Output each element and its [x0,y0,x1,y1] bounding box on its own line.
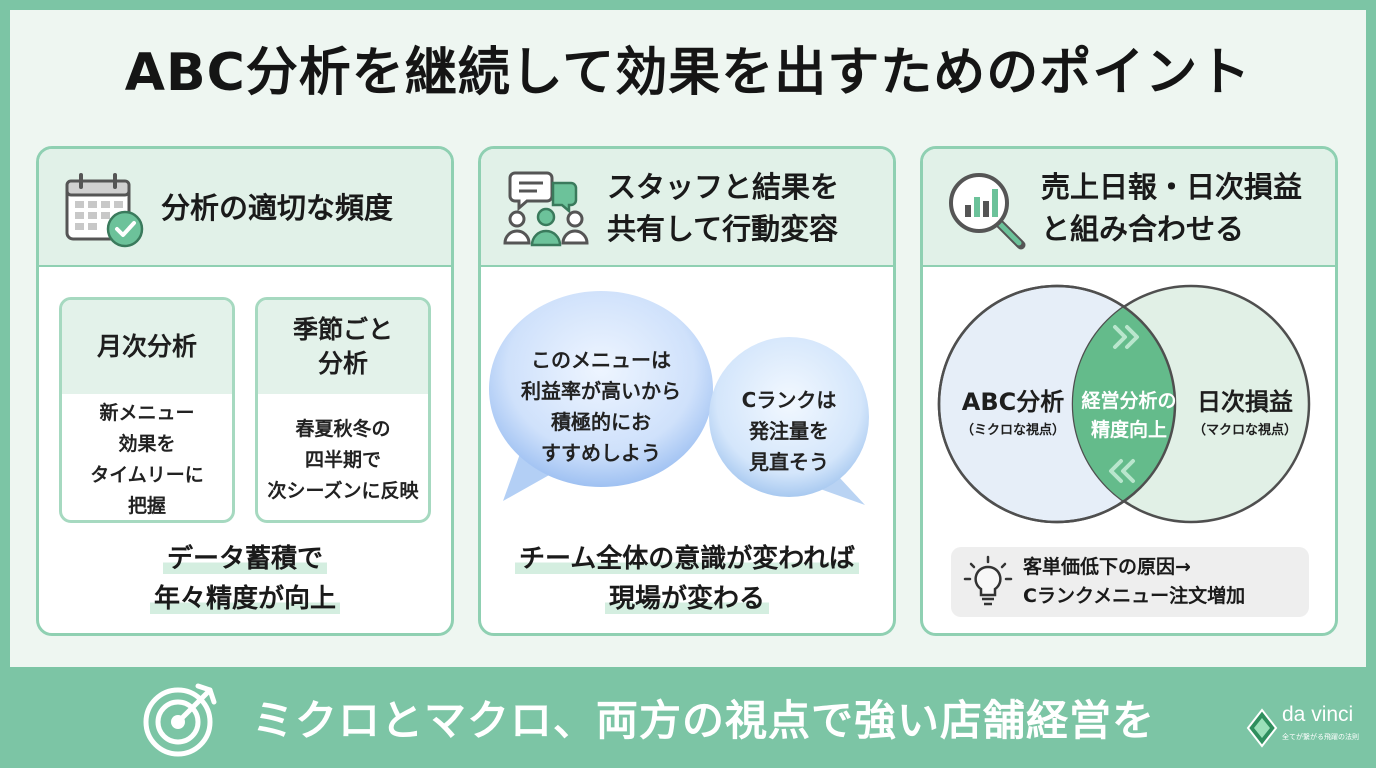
logo-tagline: 全てが繋がる飛躍の法則 [1282,733,1359,741]
card-title-line1: スタッフと結果を [607,170,840,204]
venn-center-line1: 経営分析の [1081,390,1177,412]
davinci-logo: da vinci 全てが繋がる飛躍の法則 [1246,700,1370,760]
arrows-inward-top [1113,325,1139,349]
card-title: 分析の適切な頻度 [161,191,394,225]
venn-diagram [937,284,1311,524]
lightbulb-icon [963,555,1013,606]
seasonal-analysis-box: 季節ごと 分析 春夏秋冬の 四半期で 次シーズンに反映 [255,297,431,523]
card-header: 分析の適切な頻度 [39,149,451,267]
card-staff-sharing: スタッフと結果を 共有して行動変容 このメニューは 利益率が高いから 積極的にお… [478,146,896,636]
seasonal-analysis-body: 春夏秋冬の 四半期で 次シーズンに反映 [267,417,419,502]
card-title-line2: 共有して行動変容 [607,212,839,246]
arrows-inward-bottom [1109,459,1135,483]
venn-left-title: ABC分析 [961,388,1065,416]
seasonal-analysis-heading: 季節ごと 分析 [258,300,428,394]
footer-text-2: 年々精度が向上 [149,584,340,614]
card-analysis-frequency: 分析の適切な頻度 月次分析 新メニュー 効果を タイムリーに 把握 季節ごと 分… [36,146,454,636]
venn-center-line2: 精度向上 [1090,419,1167,441]
logo-name: da vinci [1282,703,1354,726]
insight-box: 客単価低下の原因→ Cランクメニュー注文増加 [951,547,1309,617]
page-title: ABC分析を継続して効果を出すためのポイント [124,43,1252,103]
venn-right-subtitle: （マクロな視点） [1192,423,1297,438]
speech-bubbles-graphic [489,291,869,505]
monthly-analysis-box: 月次分析 新メニュー 効果を タイムリーに 把握 [59,297,235,523]
card-footer-line2: 現場が変わる [481,579,893,619]
card-footer-line1: データ蓄積で [39,539,451,579]
calendar-check-icon [65,173,144,248]
insight-text: 客単価低下の原因→ Cランクメニュー注文増加 [1023,556,1246,607]
team-chat-icon [503,171,589,247]
venn-left-subtitle: （ミクロな視点） [960,423,1065,438]
monthly-analysis-heading: 月次分析 [62,300,232,394]
bubble-text-right: Cランクは 発注量を 見直そう [741,388,837,474]
logo-mark-icon [1246,708,1278,748]
card-title-line2: と組み合わせる [1041,212,1245,246]
bubble-text-left: このメニューは 利益率が高いから 積極的にお すすめしよう [521,348,681,465]
speech-bubble-left [489,291,713,487]
speech-bubble-right [709,337,869,497]
monthly-analysis-body: 新メニュー 効果を タイムリーに 把握 [90,402,204,517]
footer-text-1: チーム全体の意識が変われば [515,544,859,574]
banner-message: ミクロとマクロ、両方の視点で強い店舗経営を [252,696,1156,745]
footer-text-1: データ蓄積で [162,544,327,574]
card-footer-line2: 年々精度が向上 [39,579,451,619]
footer-text-2: 現場が変わる [604,584,769,614]
card-header: スタッフと結果を 共有して行動変容 [481,149,893,267]
card-header: 売上日報・日次損益 と組み合わせる [923,149,1335,267]
magnifier-chart-icon [949,173,1026,250]
target-icon [143,683,217,757]
card-title-line1: 売上日報・日次損益 [1041,170,1303,204]
venn-right-title: 日次損益 [1197,388,1293,416]
card-combine-reports: 売上日報・日次損益 と組み合わせる ABC分析 （ミクロな視点） 経営分析の 精… [920,146,1338,636]
card-footer-line1: チーム全体の意識が変われば [481,539,893,579]
